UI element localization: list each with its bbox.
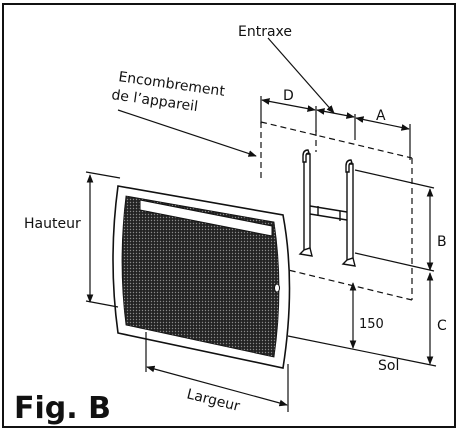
hauteur-label: Hauteur	[24, 216, 81, 232]
figure-caption: Fig. B	[14, 391, 111, 426]
largeur-dimension	[145, 332, 289, 412]
dim-a-label: A	[376, 108, 386, 124]
dim-d-label: D	[283, 88, 294, 104]
dim-150-label: 150	[359, 317, 384, 332]
entraxe-label: Entraxe	[238, 24, 292, 40]
encombrement-leader	[117, 109, 257, 157]
sol-label: Sol	[378, 358, 399, 374]
wall-bracket	[298, 149, 356, 267]
dim-c-label: C	[437, 318, 447, 334]
hauteur-dimension	[85, 171, 121, 308]
figure-frame	[2, 3, 456, 428]
heater-body	[112, 185, 291, 369]
d-a-dimensions	[260, 96, 411, 160]
entraxe-leader	[267, 37, 335, 114]
b-c-dimensions	[354, 169, 435, 365]
floor-line	[287, 335, 437, 367]
appliance-footprint-dashed	[260, 121, 413, 301]
dim-b-label: B	[437, 234, 447, 250]
